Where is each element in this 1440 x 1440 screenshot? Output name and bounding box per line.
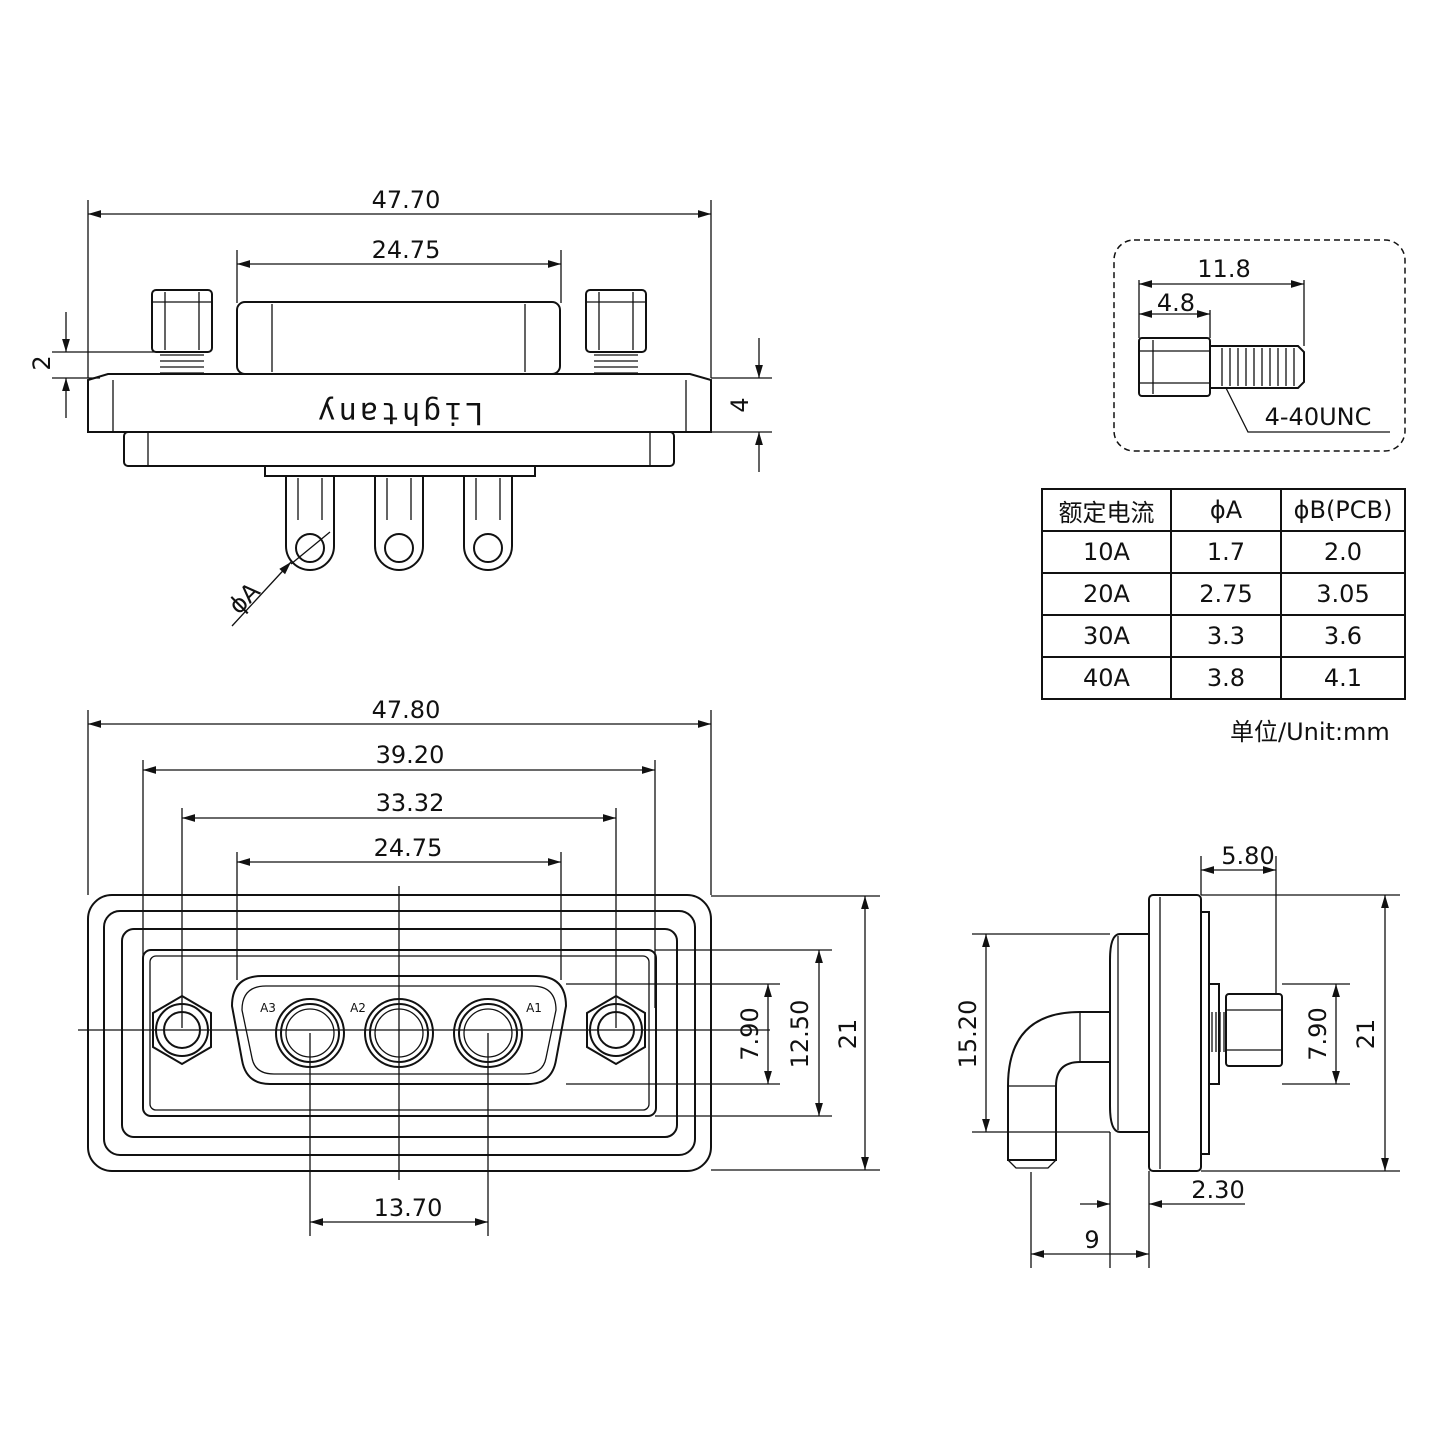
insulator-base	[264, 465, 536, 477]
dim-pin-offset: 9	[1084, 1226, 1099, 1254]
dim-contact-pitch: 13.70	[374, 1194, 443, 1222]
lower-body	[123, 431, 675, 467]
d-shell-outer	[230, 975, 568, 1085]
cell-phi-a: 1.7	[1170, 530, 1282, 574]
flange	[87, 373, 712, 433]
current-spec-table: 额定电流 ϕA ϕB(PCB) 10A 1.7 2.0 20A 2.75 3.0…	[1041, 488, 1406, 700]
dim-front-inner-height: 7.90	[736, 1007, 764, 1060]
standoff-right	[585, 289, 647, 374]
cell-current: 20A	[1041, 572, 1172, 616]
front-view: 47.80 39.20 33.32 24.75	[78, 696, 880, 1236]
cell-phi-a: 2.75	[1170, 572, 1282, 616]
unit-label: 单位/Unit:mm	[1230, 718, 1390, 746]
standoff-left	[151, 289, 213, 374]
hex-head	[1138, 337, 1211, 397]
logo-lightany: Lightany	[315, 395, 484, 430]
header-phi-a: ϕA	[1170, 488, 1282, 532]
dim-standoff-depth: 5.80	[1221, 842, 1274, 870]
thread-spec: 4-40UNC	[1265, 403, 1372, 431]
dim-hex-length: 4.8	[1157, 289, 1195, 317]
dim-front-shell-height: 12.50	[786, 1000, 814, 1069]
header-phi-b: ϕB(PCB)	[1280, 488, 1406, 532]
pin-label-a2: A2	[350, 1001, 366, 1015]
header-rated-current: 额定电流	[1041, 488, 1172, 532]
dim-side-inner-height: 7.90	[1304, 1007, 1332, 1060]
dim-side-overall-height: 21	[1352, 1019, 1380, 1050]
detail-frame	[1113, 239, 1406, 452]
cell-phi-b: 3.05	[1280, 572, 1406, 616]
dim-front-hole-pitch: 39.20	[376, 741, 445, 769]
cell-phi-a: 3.8	[1170, 656, 1282, 700]
phi-a-label: ϕA	[223, 577, 266, 620]
d-shell-inner	[241, 985, 557, 1075]
cell-current: 10A	[1041, 530, 1172, 574]
pin-label-a3: A3	[260, 1001, 276, 1015]
contact-lug-left	[285, 475, 335, 571]
dim-top-shell-width: 24.75	[372, 236, 441, 264]
cell-current: 30A	[1041, 614, 1172, 658]
pin-label-a1: A1	[526, 1001, 542, 1015]
side-standoff-hex	[1225, 993, 1283, 1067]
table-row: 30A 3.3 3.6	[1041, 614, 1406, 658]
front-hex-nut-left	[152, 994, 212, 1066]
dim-side-pin-height: 15.20	[954, 1000, 982, 1069]
cell-phi-b: 2.0	[1280, 530, 1406, 574]
cell-phi-b: 4.1	[1280, 656, 1406, 700]
front-hex-nut-right	[586, 994, 646, 1066]
contact-lug-mid	[374, 475, 424, 571]
dim-height-2: 2	[28, 355, 56, 370]
side-view: 5.80 15.20 7.90 21 2.30 9	[954, 842, 1400, 1268]
side-shell	[1109, 933, 1150, 1133]
table-row: 40A 3.8 4.1	[1041, 656, 1406, 700]
dim-flange-thickness: 2.30	[1191, 1176, 1244, 1204]
cell-current: 40A	[1041, 656, 1172, 700]
spec-table-header: 额定电流 ϕA ϕB(PCB)	[1041, 488, 1406, 532]
dim-front-overall-width: 47.80	[372, 696, 441, 724]
dim-front-shell-width: 24.75	[374, 834, 443, 862]
dim-height-4: 4	[726, 397, 754, 412]
cell-phi-a: 3.3	[1170, 614, 1282, 658]
table-row: 10A 1.7 2.0	[1041, 530, 1406, 574]
dim-top-overall-width: 47.70	[372, 186, 441, 214]
cell-phi-b: 3.6	[1280, 614, 1406, 658]
dim-screw-length: 11.8	[1197, 255, 1250, 283]
table-row: 20A 2.75 3.05	[1041, 572, 1406, 616]
contact-a2	[364, 998, 434, 1068]
top-view: 47.70 24.75 Lightany	[28, 186, 772, 627]
contact-lug-right	[463, 475, 513, 571]
dim-front-overall-height: 21	[834, 1019, 862, 1050]
side-flange	[1148, 894, 1202, 1172]
threaded-shank	[1209, 345, 1305, 389]
dim-front-screw-pitch: 33.32	[376, 789, 445, 817]
screw-detail: 11.8 4.8 4-40UNC	[1113, 239, 1406, 452]
dsub-shell	[236, 301, 561, 375]
